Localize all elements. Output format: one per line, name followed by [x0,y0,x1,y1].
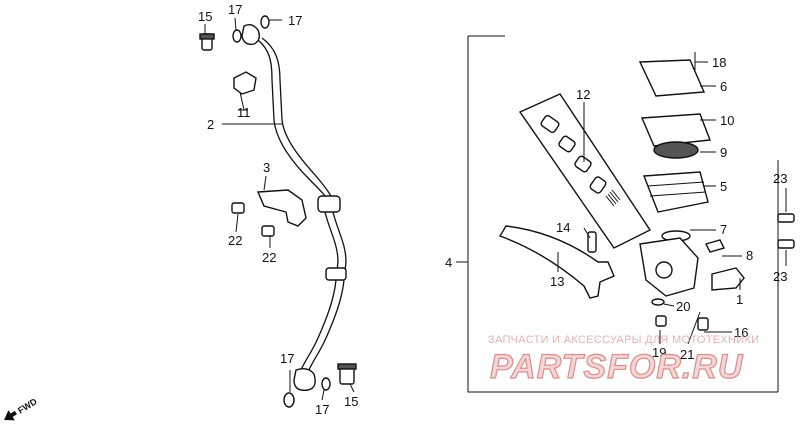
label-20: 20 [676,299,690,314]
label-18: 18 [712,55,726,70]
label-11: 11 [237,105,251,120]
label-17-top-left: 17 [228,2,242,17]
label-22-left: 22 [228,233,242,248]
label-9: 9 [720,145,727,160]
label-13: 13 [550,274,564,289]
label-17-bottom-left: 17 [280,351,294,366]
label-21: 21 [680,347,694,362]
label-14: 14 [556,220,570,235]
label-7: 7 [720,222,727,237]
brake-hose-assembly [199,15,357,408]
label-1: 1 [736,292,743,307]
label-8: 8 [746,248,753,263]
label-2: 2 [207,117,214,132]
watermark: ЗАПЧАСТИ И АКСЕССУАРЫ ДЛЯ МОТОТЕХНИКИ PA… [488,334,759,387]
label-4: 4 [445,255,452,270]
label-3: 3 [263,160,270,175]
label-10: 10 [720,113,734,128]
label-23-top: 23 [773,171,787,186]
label-19: 19 [652,345,666,360]
label-22-right: 22 [262,250,276,265]
watermark-brand: PARTSFOR.RU [490,348,744,386]
forward-arrow-icon [4,410,17,421]
watermark-tagline: ЗАПЧАСТИ И АКСЕССУАРЫ ДЛЯ МОТОТЕХНИКИ [488,334,759,346]
label-15-top: 15 [198,9,212,24]
label-6: 6 [720,79,727,94]
label-15-bottom: 15 [344,394,358,409]
forward-arrow-indicator: FWD [4,396,39,421]
label-23-bottom: 23 [773,269,787,284]
callout-labels: 15 17 17 2 11 3 22 22 17 17 15 4 12 18 6… [198,2,787,417]
label-16: 16 [734,325,748,340]
forward-label: FWD [16,396,39,416]
leader-lines [204,17,787,401]
label-17-bottom-right: 17 [315,402,329,417]
label-12: 12 [576,87,590,102]
assembly-frame [467,36,778,393]
label-17-top-right: 17 [288,13,302,28]
master-cylinder-assembly [498,52,795,331]
label-5: 5 [720,179,727,194]
